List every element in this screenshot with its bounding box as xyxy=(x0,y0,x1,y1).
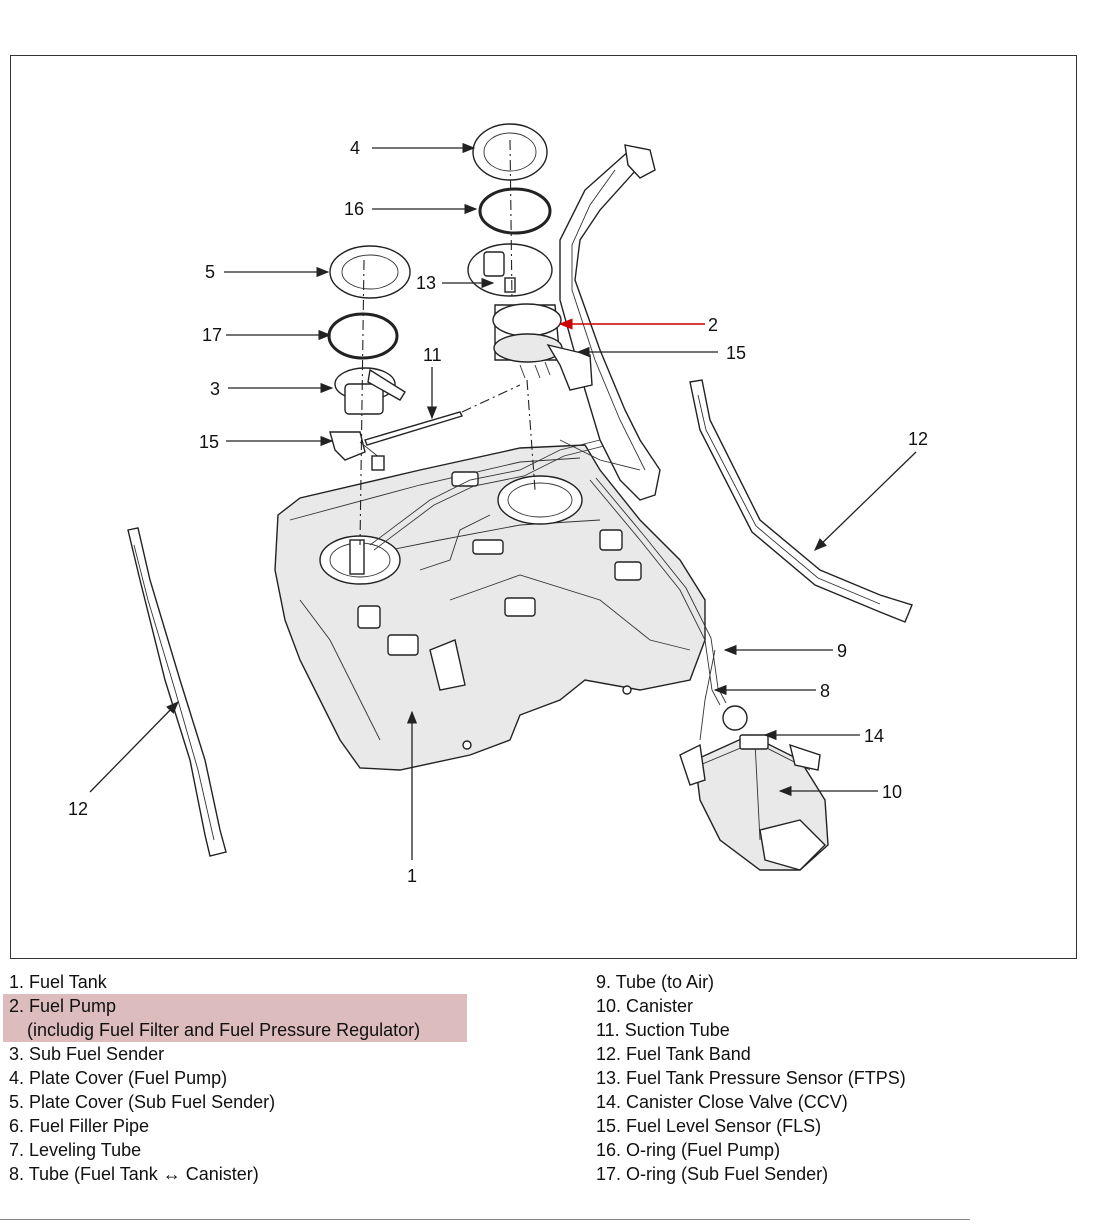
callout-9: 9 xyxy=(837,641,847,661)
legend-item: 11. Suction Tube xyxy=(596,1020,730,1040)
callout-3: 3 xyxy=(210,379,220,399)
callout-12-right: 12 xyxy=(908,429,928,449)
fuel-system-exploded-diagram: 4 16 5 13 17 2 15 11 3 15 12 9 8 14 10 1… xyxy=(68,123,928,886)
legend-item: 4. Plate Cover (Fuel Pump) xyxy=(9,1068,228,1088)
callout-14: 14 xyxy=(864,726,884,746)
callout-8: 8 xyxy=(820,681,830,701)
plate-cover-sub-fuel-sender xyxy=(329,245,411,299)
leader-lines xyxy=(89,142,917,860)
callout-10: 10 xyxy=(882,782,902,802)
legend-item: 13. Fuel Tank Pressure Sensor (FTPS) xyxy=(596,1068,906,1088)
callout-1: 1 xyxy=(407,866,417,886)
callout-11: 11 xyxy=(423,345,442,365)
legend-item-label: 2. Fuel Pump xyxy=(9,996,117,1016)
legend-item: 5. Plate Cover (Sub Fuel Sender) xyxy=(9,1092,276,1112)
legend-item: 17. O-ring (Sub Fuel Sender) xyxy=(596,1164,829,1184)
oring-fuel-pump xyxy=(478,187,552,235)
callout-5: 5 xyxy=(205,262,215,282)
legend-item: 3. Sub Fuel Sender xyxy=(9,1044,165,1064)
callout-12-left: 12 xyxy=(68,799,88,819)
legend-left-column: 1. Fuel Tank 2. Fuel Pump (includig Fuel… xyxy=(3,970,467,1186)
legend-item: 6. Fuel Filler Pipe xyxy=(9,1116,150,1136)
callout-17: 17 xyxy=(202,325,222,345)
legend-item: 10. Canister xyxy=(596,996,694,1016)
legend-item: 14. Canister Close Valve (CCV) xyxy=(596,1092,848,1112)
legend-item: 9. Tube (to Air) xyxy=(596,972,715,992)
legend-item: 12. Fuel Tank Band xyxy=(596,1044,751,1064)
legend-item: 8. Tube (Fuel Tank ↔ Canister) xyxy=(9,1164,259,1184)
callout-16: 16 xyxy=(344,199,364,219)
sub-fuel-sender xyxy=(329,367,406,471)
suction-tube xyxy=(364,411,463,446)
legend-item: 15. Fuel Level Sensor (FLS) xyxy=(596,1116,822,1136)
fuel-tank-band-left xyxy=(127,527,227,857)
legend-right-column: 9. Tube (to Air) 10. Canister 11. Suctio… xyxy=(596,970,906,1186)
legend-item: 16. O-ring (Fuel Pump) xyxy=(596,1140,781,1160)
callout-4: 4 xyxy=(350,138,360,158)
bottom-divider xyxy=(0,1219,970,1220)
fuel-filler-pipe xyxy=(559,144,661,501)
plate-cover-fuel-pump xyxy=(472,123,548,181)
canister xyxy=(679,705,829,871)
callout-15-sender: 15 xyxy=(199,432,219,452)
legend-item: 7. Leveling Tube xyxy=(9,1140,142,1160)
fuel-tank-band-right xyxy=(689,379,913,623)
callout-13: 13 xyxy=(416,273,436,293)
fuel-tank xyxy=(274,439,706,771)
parts-legend: 1. Fuel Tank 2. Fuel Pump (includig Fuel… xyxy=(0,970,1104,1200)
diagram-frame xyxy=(10,55,1077,959)
legend-item-highlighted: 2. Fuel Pump (includig Fuel Filter and F… xyxy=(3,994,467,1042)
callout-15-pump: 15 xyxy=(726,343,746,363)
assembly-lines xyxy=(359,139,536,546)
callout-2: 2 xyxy=(708,315,718,335)
legend-item: 1. Fuel Tank xyxy=(9,972,107,992)
legend-item-subtext: (includig Fuel Filter and Fuel Pressure … xyxy=(27,1020,421,1040)
